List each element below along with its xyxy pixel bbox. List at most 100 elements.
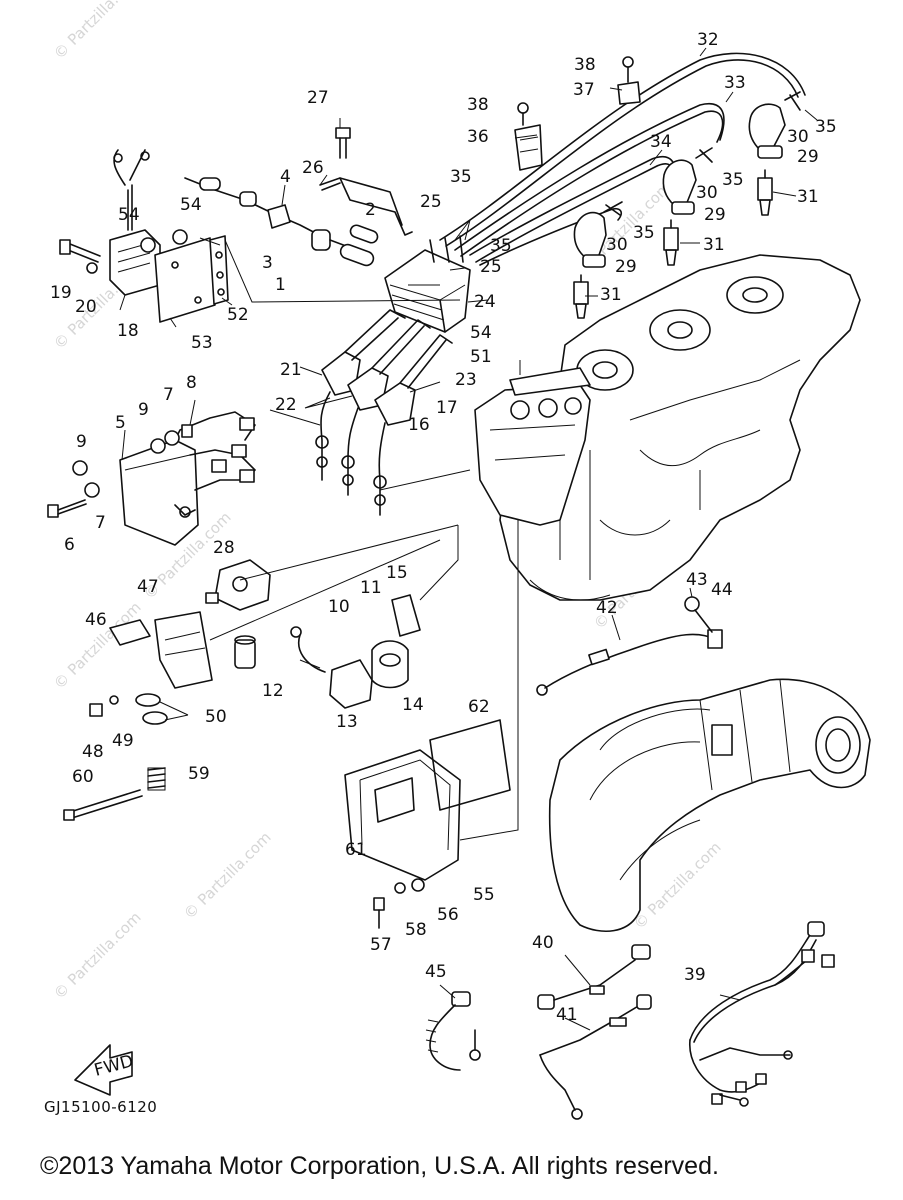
callout-45: 45 xyxy=(425,962,447,982)
temperature-sensor xyxy=(536,596,723,696)
callout-29c: 29 xyxy=(615,257,637,277)
callout-21: 21 xyxy=(280,360,302,380)
callout-36: 36 xyxy=(467,127,489,147)
cdi-unit xyxy=(119,411,256,546)
wire-lead xyxy=(184,177,326,239)
callout-46: 46 xyxy=(85,610,107,630)
callout-42: 42 xyxy=(596,598,618,618)
callout-22: 22 xyxy=(275,395,297,415)
callout-23: 23 xyxy=(455,370,477,390)
callout-17: 17 xyxy=(436,398,458,418)
starter-relay xyxy=(290,626,373,709)
bracket xyxy=(209,235,229,305)
bracket xyxy=(391,594,421,637)
coil-bracket xyxy=(319,177,413,236)
callout-7b: 7 xyxy=(163,385,174,405)
callout-31c: 31 xyxy=(600,285,622,305)
callout-34: 34 xyxy=(650,132,672,152)
callout-49: 49 xyxy=(112,731,134,751)
callout-43: 43 xyxy=(686,570,708,590)
callout-18: 18 xyxy=(117,321,139,341)
spark-plug xyxy=(573,274,589,319)
callout-50: 50 xyxy=(205,707,227,727)
callout-52: 52 xyxy=(227,305,249,325)
callout-15: 15 xyxy=(386,563,408,583)
callout-35d: 35 xyxy=(450,167,472,187)
watermark: © Partzilla.com xyxy=(50,0,145,63)
callout-20: 20 xyxy=(75,297,97,317)
ignition-coil xyxy=(374,334,453,426)
plug-cap xyxy=(662,147,713,215)
callout-35e: 35 xyxy=(490,236,512,256)
callout-54c: 54 xyxy=(470,323,492,343)
callout-8: 8 xyxy=(186,373,197,393)
callout-25: 25 xyxy=(420,192,442,212)
callout-31b: 31 xyxy=(703,235,725,255)
callout-41: 41 xyxy=(556,1005,578,1025)
callout-2: 2 xyxy=(365,200,376,220)
fuse xyxy=(349,224,379,244)
callout-59: 59 xyxy=(188,764,210,784)
callout-35c: 35 xyxy=(633,223,655,243)
spark-plug xyxy=(663,219,679,266)
grommet xyxy=(47,424,193,518)
callout-13: 13 xyxy=(336,712,358,732)
callout-16: 16 xyxy=(408,415,430,435)
callout-57: 57 xyxy=(370,935,392,955)
callout-62: 62 xyxy=(468,697,490,717)
sleeve xyxy=(234,635,256,669)
callout-30: 30 xyxy=(787,127,809,147)
cord-clamp xyxy=(617,56,641,105)
cable-tie xyxy=(63,789,143,821)
clip xyxy=(135,693,168,725)
wire-harness xyxy=(689,921,835,1107)
callout-47: 47 xyxy=(137,577,159,597)
callout-30b: 30 xyxy=(696,183,718,203)
callout-4: 4 xyxy=(280,167,291,187)
callout-29b: 29 xyxy=(704,205,726,225)
callout-38: 38 xyxy=(574,55,596,75)
callout-3: 3 xyxy=(262,253,273,273)
callout-1: 1 xyxy=(275,275,286,295)
forward-arrow: FWD xyxy=(74,1044,136,1096)
relay-holder xyxy=(371,640,409,689)
fuse-holder xyxy=(311,229,375,267)
callout-14: 14 xyxy=(402,695,424,715)
bolt xyxy=(89,695,119,717)
callout-51: 51 xyxy=(470,347,492,367)
callout-24: 24 xyxy=(474,292,496,312)
callout-9b: 9 xyxy=(138,400,149,420)
callout-48: 48 xyxy=(82,742,104,762)
engine-block xyxy=(499,254,861,601)
callout-11: 11 xyxy=(360,578,382,598)
spring xyxy=(147,767,166,791)
callout-6: 6 xyxy=(64,535,75,555)
mounting-plate xyxy=(154,237,216,323)
callout-10: 10 xyxy=(328,597,350,617)
callout-25b: 25 xyxy=(480,257,502,277)
callout-labels: 1 2 3 4 5 6 7 7 8 9 9 10 11 12 13 14 15 … xyxy=(50,30,837,1025)
exhaust-pipe xyxy=(548,678,871,932)
callout-30c: 30 xyxy=(606,235,628,255)
gasket xyxy=(429,719,511,811)
leader-lines xyxy=(119,47,818,1031)
callout-35b: 35 xyxy=(722,170,744,190)
callout-19: 19 xyxy=(50,283,72,303)
plug-cap xyxy=(573,201,623,268)
callout-44: 44 xyxy=(711,580,733,600)
watermark: © Partzilla.com xyxy=(50,908,145,1003)
manifold-flange xyxy=(474,367,591,526)
bolt xyxy=(335,127,351,159)
relay-bracket xyxy=(109,611,213,689)
electrical-box-cover xyxy=(344,749,461,881)
callout-5: 5 xyxy=(115,413,126,433)
callout-37: 37 xyxy=(573,80,595,100)
callout-60: 60 xyxy=(72,767,94,787)
copyright-notice: ©2013 Yamaha Motor Corporation, U.S.A. A… xyxy=(40,1152,719,1180)
callout-28: 28 xyxy=(213,538,235,558)
diagram-code: GJ15100-6120 xyxy=(44,1098,158,1116)
callout-12: 12 xyxy=(262,681,284,701)
bolt xyxy=(140,229,188,253)
wire-lead xyxy=(539,994,652,1120)
